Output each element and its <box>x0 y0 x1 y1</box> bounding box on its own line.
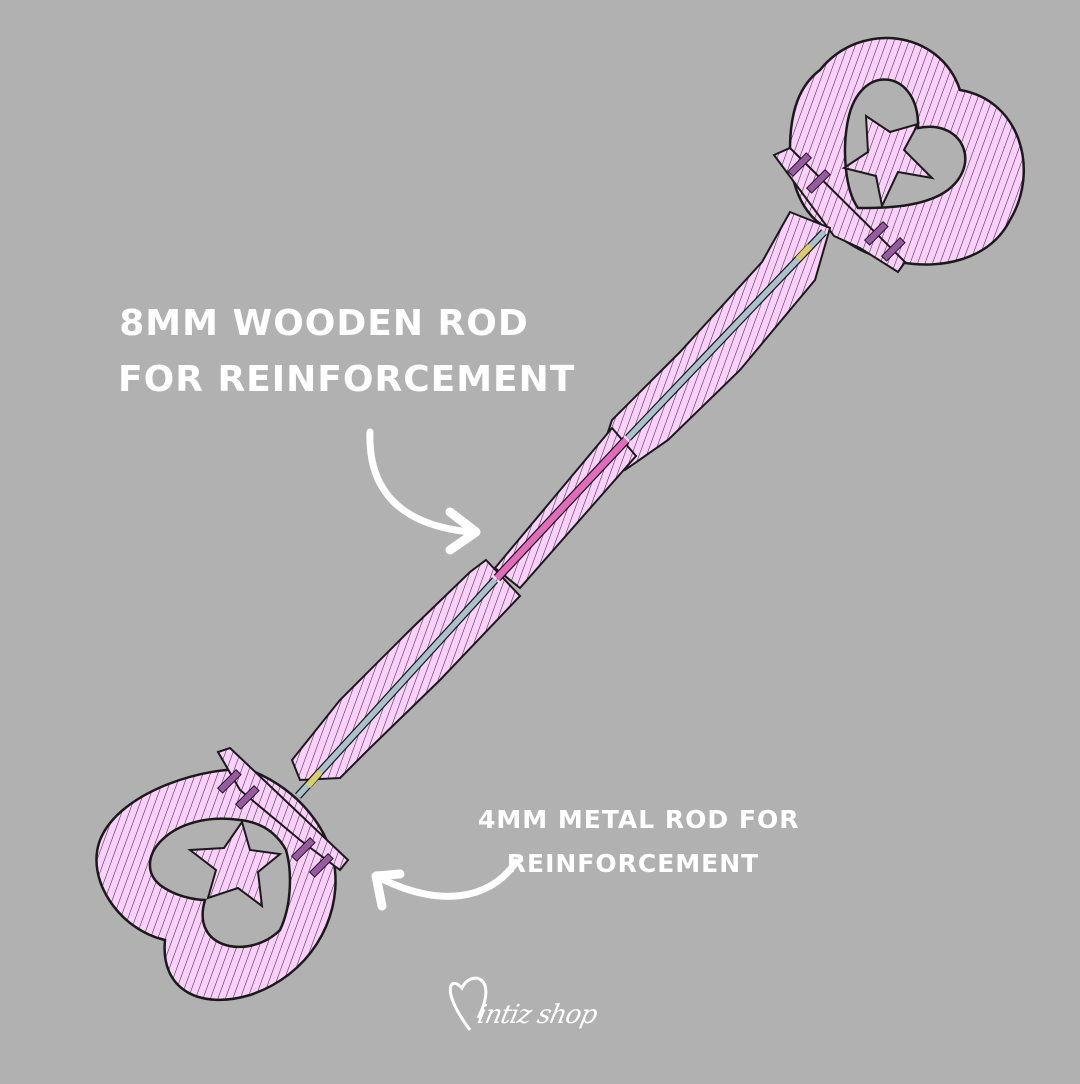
wooden-rod-label: 8mm wooden rod for reinforcement <box>118 296 576 408</box>
bottom-clamp-plate <box>216 746 350 872</box>
top-bolts <box>787 152 906 262</box>
bottom-bolts <box>216 768 334 878</box>
metal-rod-label-line1: 4mm metal rod for <box>478 805 800 834</box>
metal-rod-arrow <box>371 858 520 911</box>
brand-logo-text: intiz shop <box>474 1000 600 1030</box>
top-star <box>841 114 935 210</box>
wooden-rod-label-line1: 8mm wooden rod <box>119 303 529 344</box>
brand-logo: intiz shop <box>448 978 638 1058</box>
bottom-collar <box>305 770 323 788</box>
top-collar <box>795 243 813 262</box>
metal-rod-label: 4mm metal rod for reinforcement <box>478 798 800 886</box>
metal-rod-label-line2: reinforcement <box>506 849 760 878</box>
wooden-rod-arrow <box>366 428 481 555</box>
bottom-star <box>187 819 283 909</box>
shaft <box>290 210 832 799</box>
wooden-rod-label-line2: for reinforcement <box>118 359 576 400</box>
heart-icon <box>448 976 488 1031</box>
top-heart-head <box>772 36 1025 274</box>
bottom-heart-head <box>95 746 350 1002</box>
